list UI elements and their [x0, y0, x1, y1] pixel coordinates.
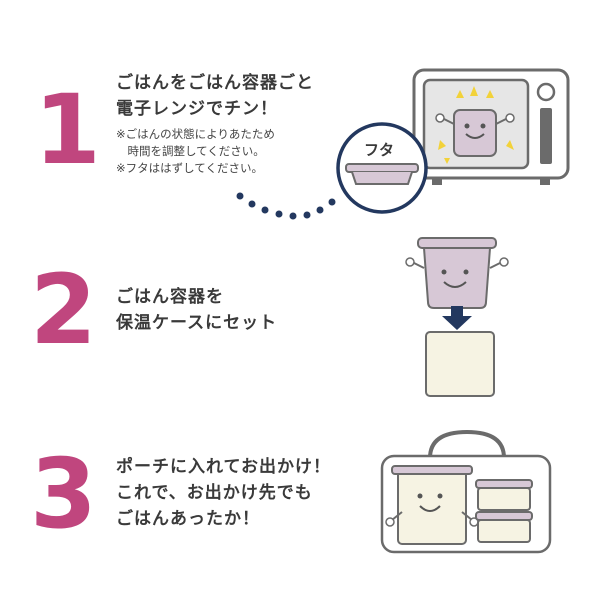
lid-callout-icon [336, 122, 428, 214]
step-2-title-line-1: ごはん容器を [116, 287, 224, 307]
step-3-title-line-3: ごはんあったか！ [116, 509, 260, 529]
step-3-title-line-1: ポーチに入れてお出かけ！ [116, 457, 331, 477]
lid-label: フタ [364, 141, 395, 159]
rice-container-icon [435, 109, 515, 157]
step-1-note-1: ※ごはんの状態によりあたため [116, 127, 275, 141]
step-1-note-3: ※フタははずしてください。 [116, 161, 263, 175]
step-2-number: 2 [30, 254, 97, 366]
step-3-number: 3 [30, 438, 97, 550]
step-1-note-2: 時間を調整してください。 [116, 144, 265, 158]
step-1-title-line-2: 電子レンジでチン！ [116, 99, 278, 119]
step-2-title: ごはん容器を 保温ケースにセット [116, 284, 277, 336]
step-1-number: 1 [34, 74, 101, 186]
arrow-down-icon [442, 306, 472, 330]
insulated-case-icon [405, 237, 509, 397]
step-1-notes: ※ごはんの状態によりあたため 時間を調整してください。 ※フタははずしてください… [116, 126, 275, 177]
step-3-title: ポーチに入れてお出かけ！ これで、お出かけ先でも ごはんあったか！ [116, 454, 331, 532]
step-1-title: ごはんをごはん容器ごと 電子レンジでチン！ [116, 70, 314, 122]
step-2-title-line-2: 保温ケースにセット [116, 313, 278, 333]
microwave-icon [412, 68, 570, 185]
step-3-title-line-2: これで、お出かけ先でも [116, 483, 313, 503]
step-1-title-line-1: ごはんをごはん容器ごと [116, 73, 314, 93]
dotted-trail [236, 192, 336, 220]
lunch-bag-icon [380, 429, 552, 554]
